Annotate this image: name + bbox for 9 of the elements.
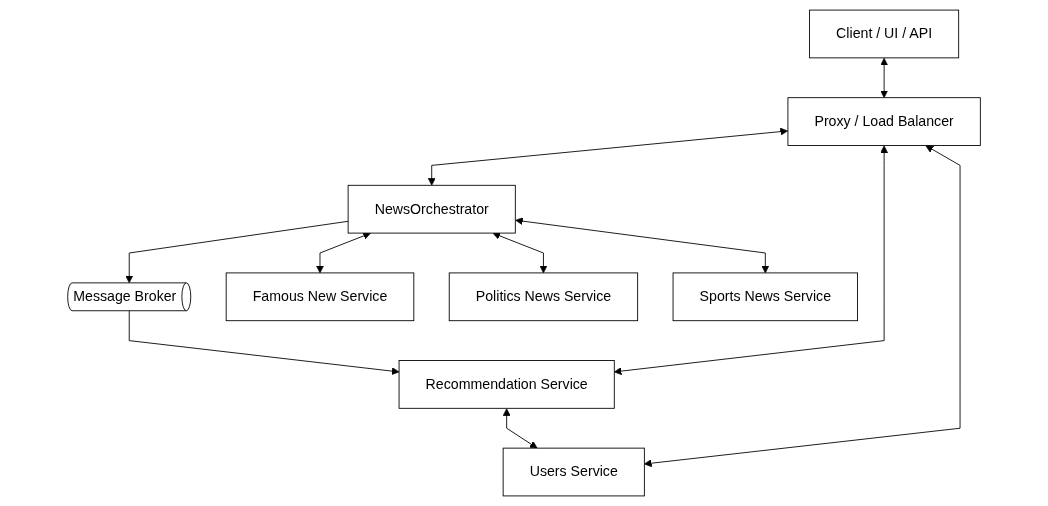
node-text: Message Broker xyxy=(73,288,177,304)
node-box: Famous New Service xyxy=(225,272,415,322)
node-box: Users Service xyxy=(502,447,645,497)
node-box: NewsOrchestrator xyxy=(347,184,516,234)
node-box: Recommendation Service xyxy=(398,360,615,409)
node-box: Sports News Service xyxy=(672,272,858,322)
node-box: Proxy / Load Balancer xyxy=(787,97,981,146)
node-box: Politics News Service xyxy=(448,272,639,322)
node-box: Client / UI / API xyxy=(809,9,960,59)
